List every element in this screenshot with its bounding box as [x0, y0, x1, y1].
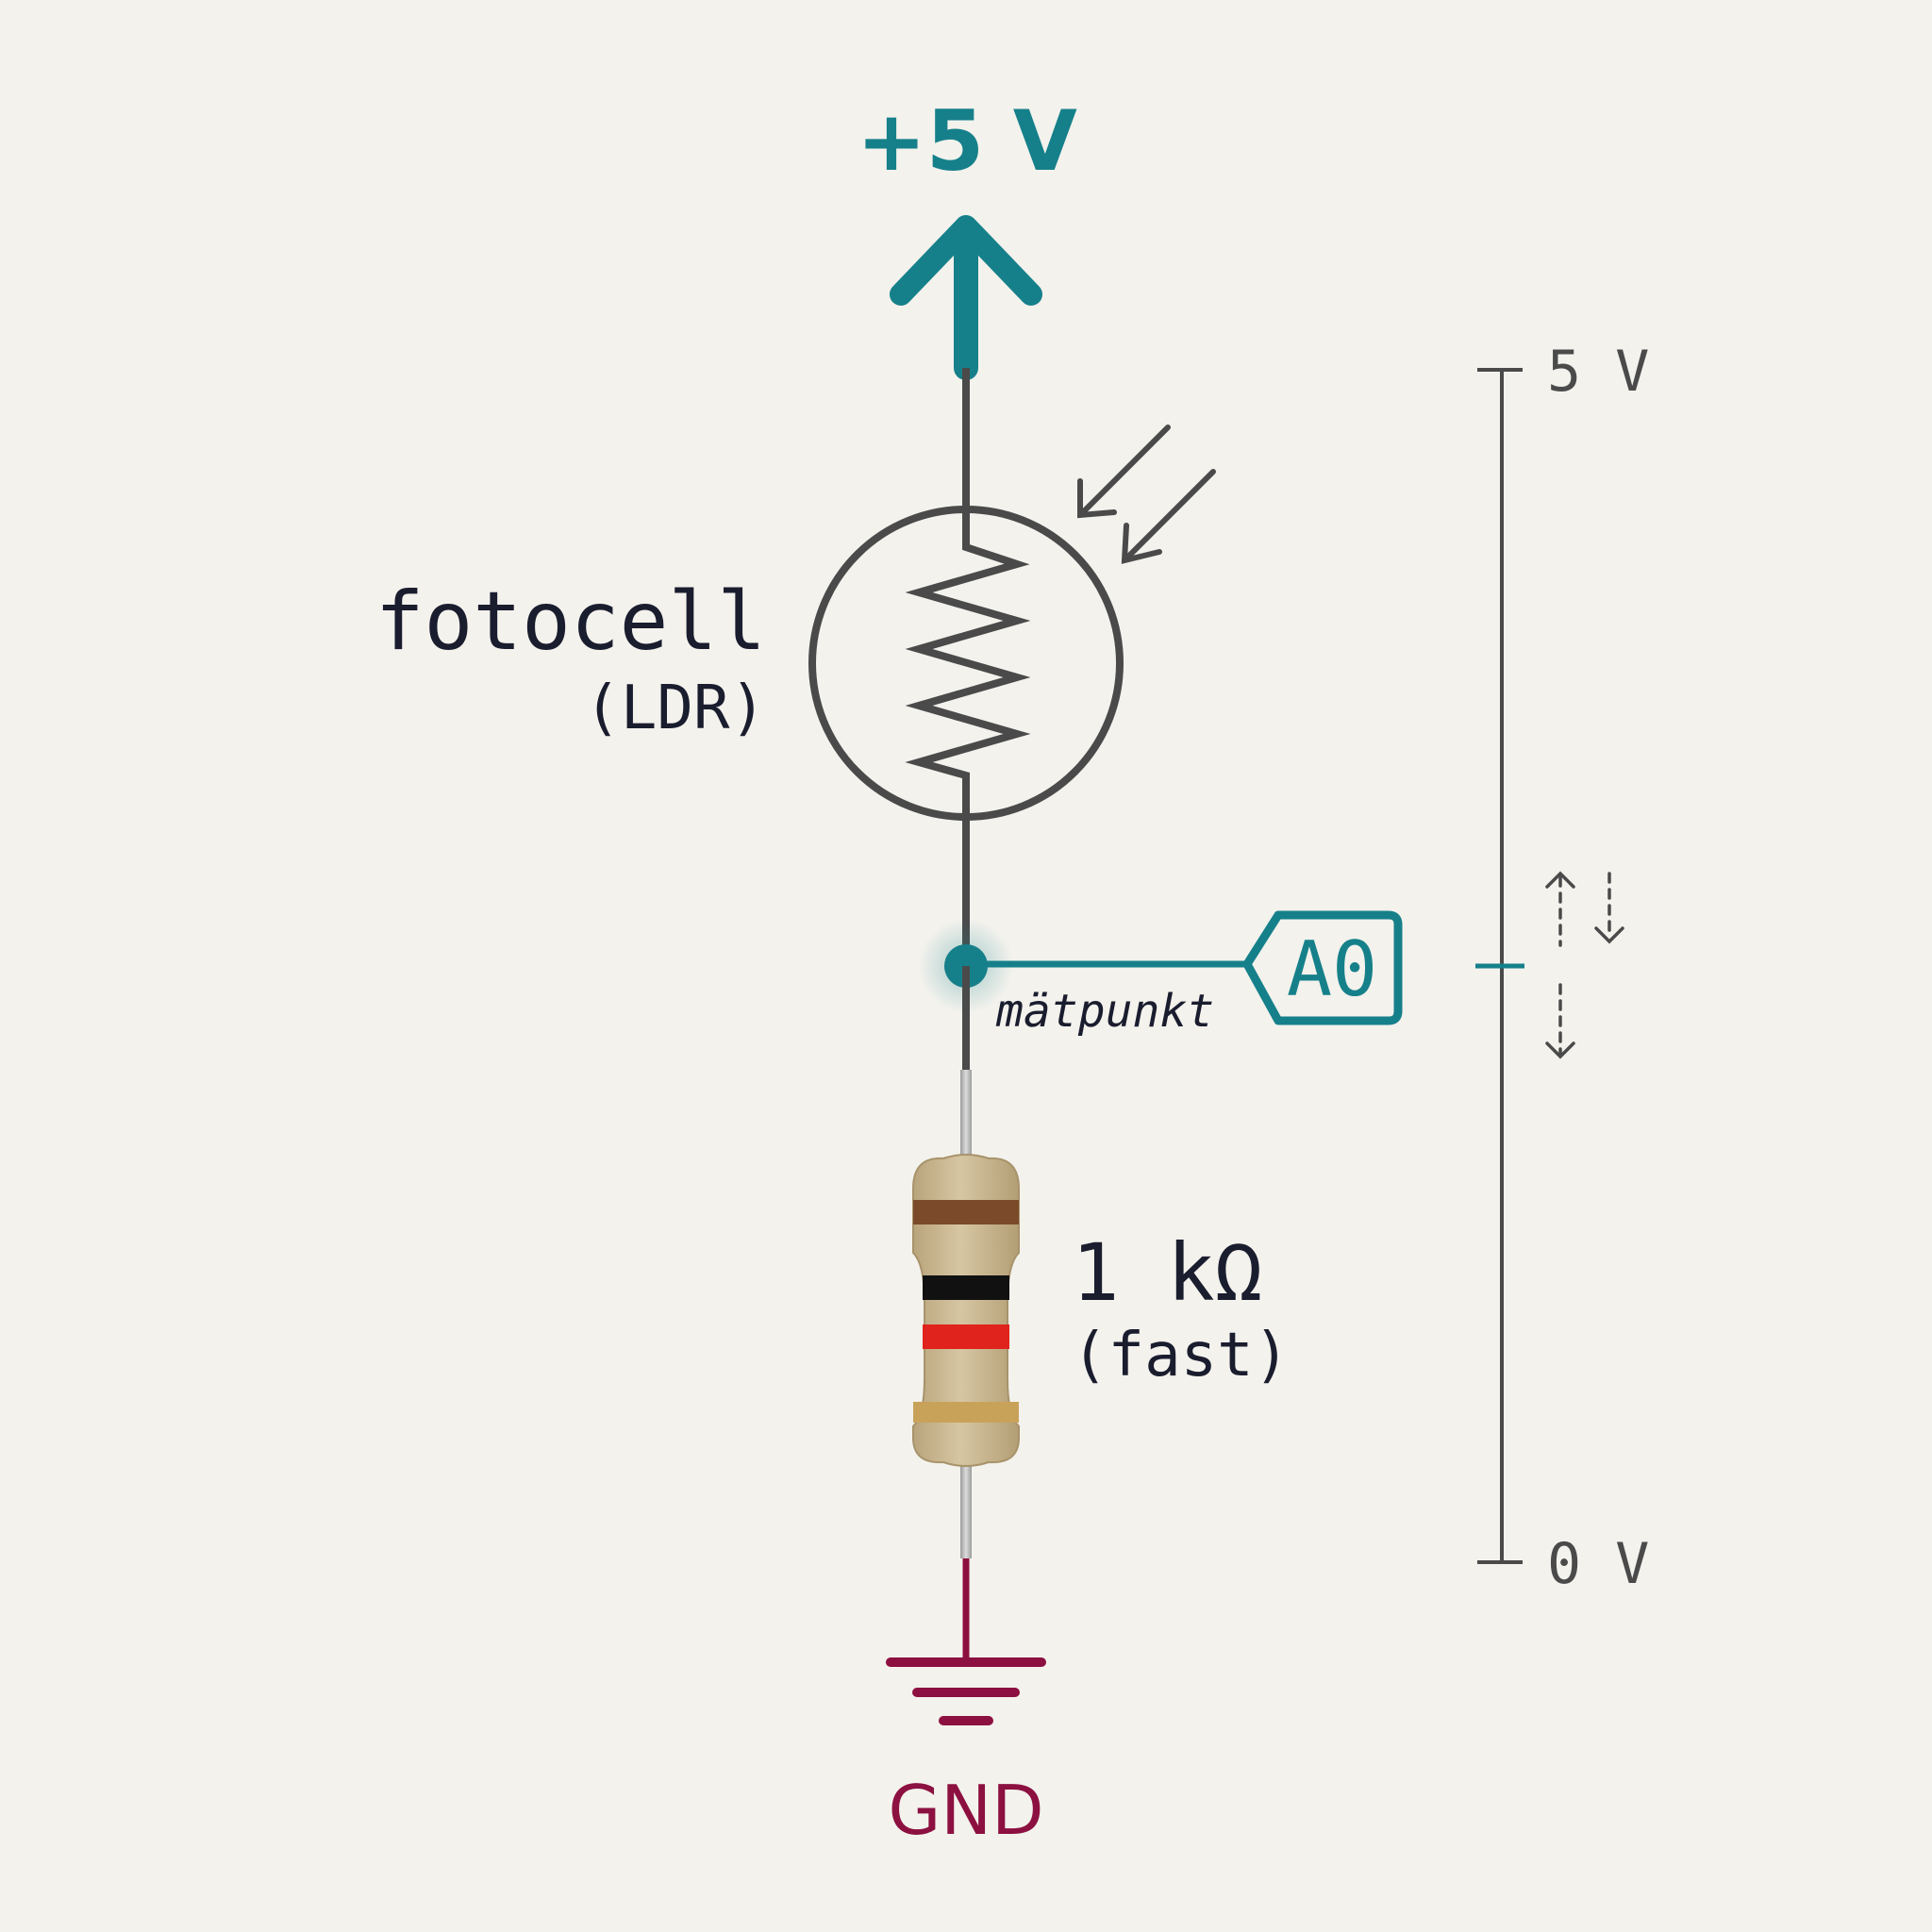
double-arrow-icon [1545, 871, 1624, 1059]
a0-pin-tag [1242, 910, 1403, 1025]
ldr-symbol [808, 506, 1124, 821]
resistor-symbol [912, 1070, 1020, 1558]
ground-label: GND [888, 1771, 1043, 1850]
resistor-lead-bottom [960, 1464, 972, 1558]
scale-top-label: 5 V [1547, 339, 1649, 405]
resistor-band-black [923, 1275, 1009, 1300]
a0-pin-label: A0 [1287, 925, 1377, 1013]
voltage-scale: 5 V 0 V [1475, 339, 1649, 1597]
scale-bottom-label: 0 V [1547, 1531, 1649, 1597]
ldr-zigzag [905, 507, 1031, 821]
resistor-band-brown [913, 1200, 1019, 1224]
ldr-type: (LDR) [584, 674, 766, 743]
ground-icon [886, 1657, 1046, 1725]
supply-label: +5 V [857, 92, 1077, 190]
up-arrow-icon [890, 215, 1042, 380]
resistor-lead-top [960, 1070, 972, 1164]
ldr-name: fotocell [375, 575, 766, 669]
light-arrow-icon [1077, 425, 1216, 564]
resistor-band-red [923, 1324, 1009, 1349]
resistor-note: (fast) [1072, 1321, 1290, 1391]
resistor-band-gold [913, 1402, 1019, 1423]
node-label: mätpunkt [995, 985, 1214, 1038]
resistor-value: 1 kΩ [1072, 1226, 1262, 1319]
